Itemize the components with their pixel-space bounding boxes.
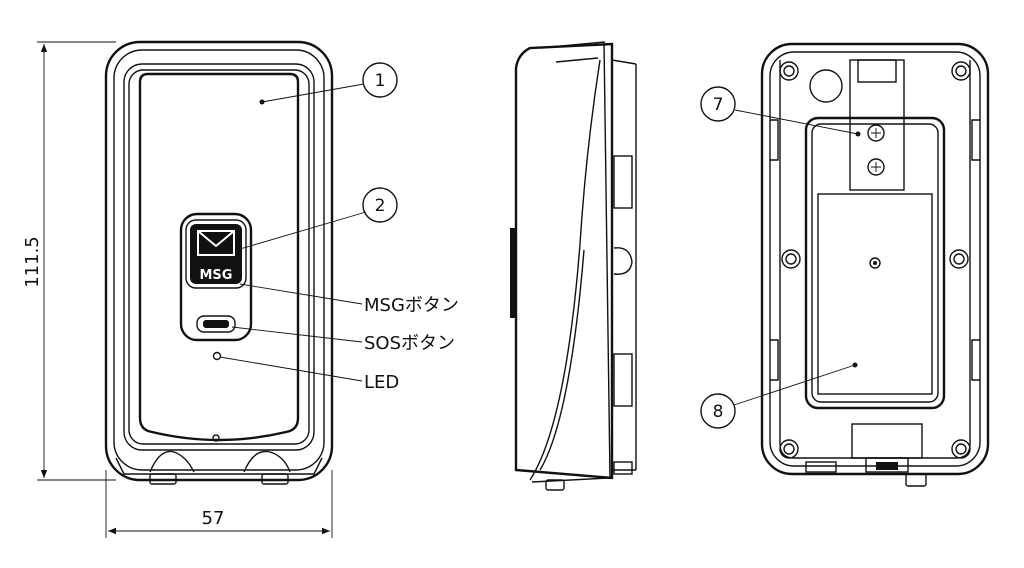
front-view: MSG [104, 40, 334, 485]
width-value: 57 [202, 508, 225, 529]
back-view [760, 42, 990, 487]
envelope-icon [197, 230, 235, 256]
screw-mid-left [781, 249, 801, 269]
svg-text:8: 8 [713, 402, 724, 422]
height-dimension: 111.5 [22, 41, 116, 481]
led-label: LED [364, 372, 399, 393]
svg-text:7: 7 [713, 95, 724, 115]
msg-button-label: MSGボタン [364, 295, 459, 316]
height-value: 111.5 [22, 236, 43, 288]
width-dimension: 57 [105, 470, 333, 538]
side-view [510, 41, 637, 491]
screw-mid-right [949, 249, 969, 269]
label-led: LED [219, 356, 399, 393]
callout-1: 1 [261, 62, 398, 103]
label-msg-button: MSGボタン [239, 283, 459, 316]
label-sos-button: SOSボタン [231, 326, 455, 354]
callout-2: 2 [239, 187, 398, 250]
screw-top-left [779, 61, 799, 81]
callout-8: 8 [700, 364, 856, 429]
sos-button-label: SOSボタン [364, 333, 455, 354]
screw-bottom-left [779, 439, 799, 459]
screw-bottom-right [951, 439, 971, 459]
svg-text:2: 2 [375, 196, 386, 216]
msg-marking: MSG [200, 268, 233, 283]
svg-text:1: 1 [375, 71, 386, 91]
callout-7: 7 [700, 86, 859, 135]
screw-top-right [951, 61, 971, 81]
